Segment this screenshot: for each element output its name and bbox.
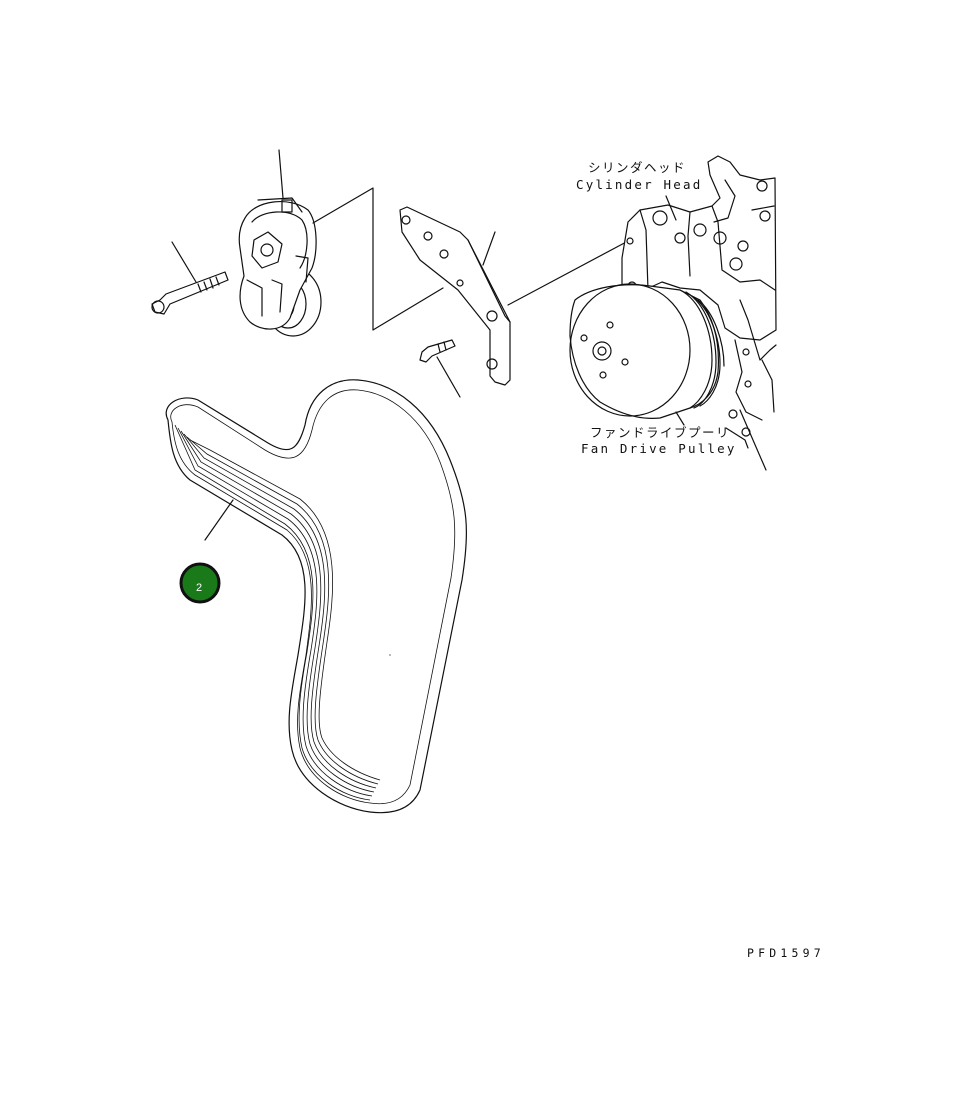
drive-belt[interactable] xyxy=(165,379,468,814)
tensioner-bolt[interactable] xyxy=(151,241,229,315)
belt-tensioner[interactable] xyxy=(238,149,322,337)
fan-pulley-label-jp: ファンドライブプーリ xyxy=(590,425,730,440)
cylinder-head-leader xyxy=(665,195,677,221)
tensioner-bracket-leader xyxy=(312,187,444,331)
fan-drive-pulley[interactable] xyxy=(569,283,725,419)
mounting-bracket[interactable] xyxy=(399,206,511,386)
callout-2[interactable]: 2 xyxy=(179,562,221,604)
fan-pulley-leader xyxy=(675,411,685,426)
callout-circle xyxy=(179,562,221,604)
figure-code: PFD1597 xyxy=(747,946,825,960)
cylinder-head-label-en: Cylinder Head xyxy=(576,177,702,192)
cylinder-head-assembly[interactable] xyxy=(621,155,777,471)
fan-pulley-label-en: Fan Drive Pulley xyxy=(581,441,737,456)
callout-number: 2 xyxy=(196,582,202,594)
bracket-screw[interactable] xyxy=(419,339,461,398)
cylinder-head-label-jp: シリンダヘッド xyxy=(588,160,686,175)
bracket-head-leader xyxy=(507,239,631,306)
